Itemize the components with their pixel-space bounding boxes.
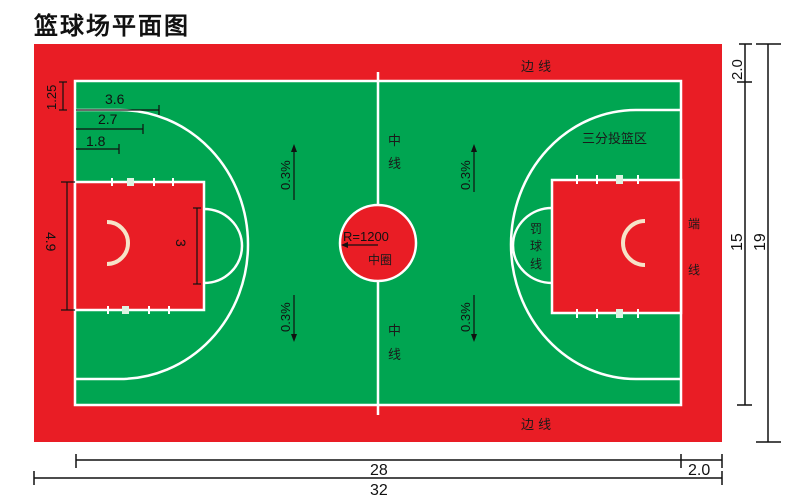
- dim-19: [756, 43, 781, 443]
- dim-2-7: [76, 124, 144, 134]
- center-circle-radius-label: R=1200: [343, 229, 389, 244]
- dim-15: [737, 82, 752, 406]
- center-circle-label: 中圈: [368, 252, 392, 267]
- slope-arrow-bottom-right: 0.3%: [458, 295, 477, 342]
- centerline-label-top-2: 线: [388, 157, 401, 172]
- lane-block-left-bottom: [122, 306, 129, 314]
- free-throw-line-label-2: 球: [530, 239, 542, 253]
- slope-arrow-bottom-left: 0.3%: [278, 295, 297, 342]
- dim-2-7-label: 2.7: [98, 111, 118, 127]
- sideline-label-bottom: 边 线: [521, 418, 551, 433]
- dim-3: [193, 207, 201, 285]
- lane-block-right-top: [616, 175, 623, 184]
- key-left: [73, 180, 206, 312]
- endline-label-2: 线: [688, 263, 700, 277]
- dim-32: [33, 471, 723, 485]
- dim-1-25: [59, 81, 67, 111]
- sideline-label-top: 边 线: [521, 60, 551, 75]
- free-throw-line-label-1: 罚: [530, 222, 542, 236]
- arrow-down-icon: [291, 334, 297, 342]
- dim-1-25-label: 1.25: [44, 85, 59, 110]
- arrow-up-icon: [471, 144, 477, 152]
- dim-32-label: 32: [370, 482, 388, 499]
- centerline-label-bottom-1: 中: [388, 324, 401, 339]
- dim-3-label: 3: [173, 239, 189, 247]
- svg-text:0.3%: 0.3%: [278, 160, 293, 190]
- slope-arrow-top-left: 0.3%: [278, 144, 297, 200]
- three-point-line-left: [75, 108, 250, 381]
- dim-28: [75, 454, 682, 468]
- dim-15-label: 15: [729, 233, 746, 251]
- basket-right: [621, 219, 646, 267]
- free-throw-line-label-3: 线: [530, 257, 542, 271]
- dim-4-9-label: 4.9: [43, 232, 59, 252]
- slope-arrow-top-right: 0.3%: [458, 144, 477, 192]
- three-point-line-right: [509, 108, 681, 381]
- key-right: [550, 178, 683, 315]
- page-title: 篮球场平面图: [34, 12, 190, 40]
- dim-1-8-label: 1.8: [86, 133, 106, 149]
- three-point-zone-label: 三分投篮区: [582, 131, 647, 147]
- centerline-label-top-1: 中: [388, 134, 401, 149]
- centerline-label-bottom-2: 线: [388, 348, 401, 363]
- svg-text:0.3%: 0.3%: [458, 160, 473, 190]
- svg-text:0.3%: 0.3%: [458, 302, 473, 332]
- dim-2-0-side-label: 2.0: [729, 59, 746, 80]
- radius-arrowhead-icon: [341, 242, 348, 248]
- center-circle: [338, 203, 418, 283]
- dim-2-0-end-label: 2.0: [688, 462, 710, 479]
- svg-text:0.3%: 0.3%: [278, 302, 293, 332]
- basket-left: [106, 220, 130, 266]
- dim-4-9: [61, 181, 75, 311]
- lane-block-right-bottom: [616, 309, 623, 318]
- free-throw-circle-left: [203, 207, 244, 285]
- lane-block-left-top: [127, 178, 134, 186]
- dim-28-label: 28: [370, 462, 388, 479]
- endline-label-1: 端: [688, 217, 700, 231]
- dim-2-0-end: [681, 454, 723, 468]
- free-throw-circle-right: [511, 206, 553, 285]
- dim-3-6: [76, 105, 160, 115]
- arrow-down-icon: [471, 334, 477, 342]
- lane-marks-right: [576, 175, 639, 318]
- lane-marks-left: [107, 178, 174, 314]
- arrow-up-icon: [291, 144, 297, 152]
- dim-3-6-label: 3.6: [105, 91, 125, 107]
- dim-19-label: 19: [752, 233, 769, 251]
- dim-1-8: [76, 144, 120, 154]
